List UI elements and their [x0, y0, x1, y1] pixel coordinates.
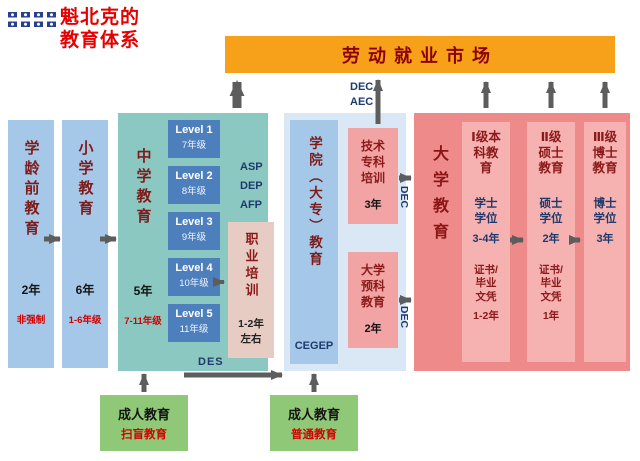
level-5-label: Level 5	[175, 308, 213, 320]
level-5-box: Level 5 11年级	[168, 304, 220, 342]
level-3-grade: 9年级	[181, 232, 207, 243]
preuniversity-program-box: 大学预科教育 2年	[348, 252, 398, 348]
college-diploma-labels: DEC AEC	[350, 80, 373, 110]
college-title: 学院（大专）教育	[307, 136, 322, 268]
level-4-label: Level 4	[175, 262, 213, 274]
master-track-title: Ⅱ级硕士教育	[538, 130, 564, 176]
labor-market-banner: 劳动就业市场	[225, 36, 615, 73]
level-1-label: Level 1	[175, 124, 213, 136]
diploma-aec-label: AEC	[350, 96, 374, 108]
adult-general-title: 成人教育	[287, 407, 340, 422]
university-track-doctorate: Ⅲ级博士教育 博士学位 3年	[584, 122, 626, 362]
dec-label-technical: DEC	[398, 185, 410, 209]
technical-program-years: 3年	[364, 198, 382, 211]
secondary-years: 5年	[133, 284, 153, 298]
adult-literacy-subtitle: 扫盲教育	[121, 429, 167, 441]
bachelor-cert: 证书/毕业文凭	[474, 263, 498, 304]
university-title: 大学教育	[430, 145, 447, 249]
adult-education-general-box: 成人教育 普通教育	[270, 395, 358, 451]
level-1-grade: 7年级	[181, 140, 207, 151]
primary-title: 小学教育	[76, 140, 94, 220]
level-4-grade: 10年级	[179, 278, 209, 289]
university-track-master: Ⅱ级硕士教育 硕士学位 2年 证书/毕业文凭 1年	[527, 122, 575, 362]
preschool-column: 学龄前教育 2年 非强制	[8, 120, 54, 368]
preschool-title: 学龄前教育	[22, 140, 40, 240]
vocational-years-text: 1-2年左右	[238, 318, 264, 345]
des-diploma-label: DES	[198, 356, 224, 368]
master-cert-years: 1年	[542, 309, 560, 322]
college-column: 学院（大专）教育 CEGEP	[290, 120, 338, 364]
doctorate-degree-years: 3年	[596, 232, 614, 245]
doctorate-degree: 博士学位	[593, 197, 617, 225]
credential-asp: ASP	[240, 161, 263, 173]
adult-education-literacy-box: 成人教育 扫盲教育	[100, 395, 188, 451]
bachelor-degree-years: 3-4年	[472, 232, 500, 245]
level-2-label: Level 2	[175, 170, 213, 182]
secondary-note: 7-11年级	[124, 316, 162, 327]
vocational-training-box: 职业培训 1-2年左右	[228, 222, 274, 358]
secondary-title-zone: 中学教育 5年 7-11年级	[118, 113, 168, 371]
page-title-line2: 教育体系	[60, 30, 141, 51]
level-5-grade: 11年级	[179, 324, 209, 335]
primary-column: 小学教育 6年 1-6年级	[62, 120, 108, 368]
doctorate-track-title: Ⅲ级博士教育	[592, 130, 618, 176]
credential-afp: AFP	[240, 199, 262, 211]
master-degree-years: 2年	[542, 232, 560, 245]
level-2-box: Level 2 8年级	[168, 166, 220, 204]
bachelor-degree: 学士学位	[474, 197, 498, 225]
technical-program-box: 技术专科培训 3年	[348, 128, 398, 224]
dec-label-preuniversity: DEC	[398, 305, 410, 329]
quebec-flag-icon	[8, 12, 30, 27]
preschool-note: 非强制	[16, 315, 46, 326]
bachelor-track-title: Ⅰ级本科教育	[471, 130, 501, 176]
page-title-line1: 魁北克的	[60, 7, 141, 28]
secondary-credentials: ASP DEP AFP	[240, 158, 263, 215]
master-degree: 硕士学位	[539, 197, 563, 225]
college-abbr: CEGEP	[294, 340, 334, 352]
adult-general-subtitle: 普通教育	[291, 429, 337, 441]
diploma-dec-label: DEC	[350, 81, 374, 93]
page-title: 魁北克的 教育体系	[60, 6, 140, 52]
university-track-bachelor: Ⅰ级本科教育 学士学位 3-4年 证书/毕业文凭 1-2年	[462, 122, 510, 362]
primary-years: 6年	[75, 283, 95, 297]
preuniversity-program-years: 2年	[364, 322, 382, 335]
credential-dep: DEP	[240, 180, 263, 192]
preuniversity-program-title: 大学预科教育	[360, 263, 385, 310]
level-3-label: Level 3	[175, 216, 213, 228]
secondary-title: 中学教育	[134, 148, 152, 228]
quebec-flag-icon	[34, 12, 56, 27]
master-cert: 证书/毕业文凭	[539, 263, 563, 304]
vocational-title: 职业培训	[243, 232, 259, 300]
bachelor-cert-years: 1-2年	[473, 309, 499, 322]
level-2-grade: 8年级	[181, 186, 207, 197]
diagram-header: 魁北克的 教育体系	[8, 6, 188, 68]
technical-program-title: 技术专科培训	[360, 139, 385, 186]
adult-literacy-title: 成人教育	[117, 407, 170, 422]
level-4-box: Level 4 10年级	[168, 258, 220, 296]
level-3-box: Level 3 9年级	[168, 212, 220, 250]
primary-note: 1-6年级	[68, 315, 102, 326]
vocational-years: 1-2年左右	[228, 316, 274, 346]
level-1-box: Level 1 7年级	[168, 120, 220, 158]
preschool-years: 2年	[21, 283, 41, 297]
